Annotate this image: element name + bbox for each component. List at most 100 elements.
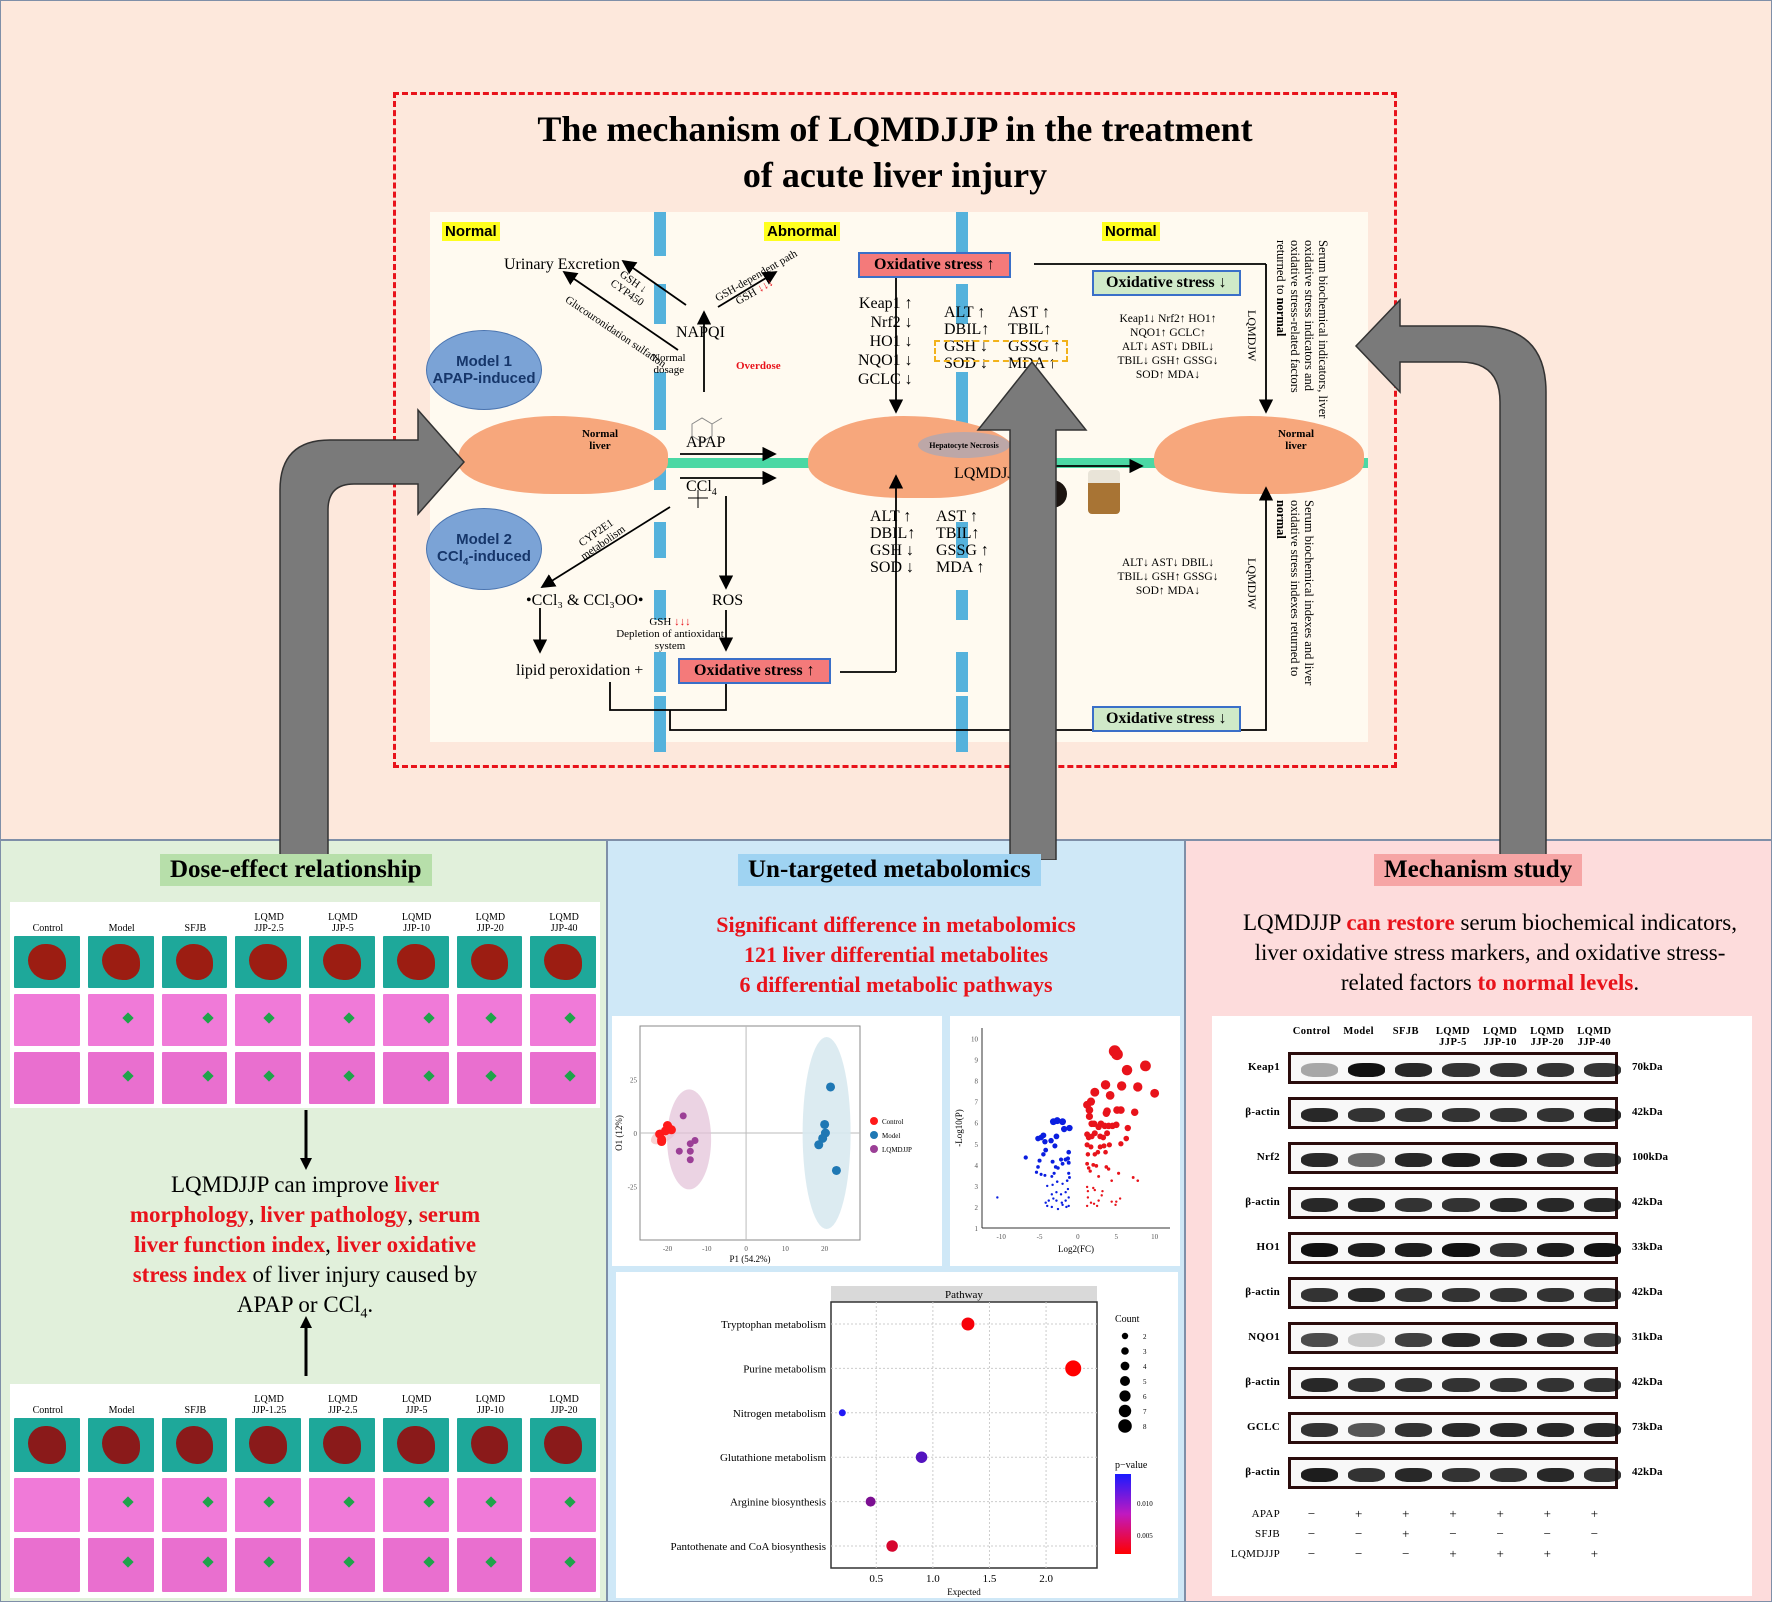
summary-text: , [325, 1232, 337, 1257]
wb-band [1442, 1288, 1480, 1302]
volcano-point-up [1121, 1064, 1133, 1076]
legend-swatch [870, 1145, 878, 1153]
volcano-point-up [1150, 1088, 1160, 1098]
volcano-point-up [1101, 1189, 1104, 1193]
volcano-point-down [1037, 1158, 1042, 1163]
volcano-point-down [1051, 1183, 1054, 1187]
marker-line: ALT↓ AST↓ DBIL↓ [1121, 557, 1215, 569]
column-label: Control [32, 1405, 64, 1416]
y-tick-label: 2 [975, 1204, 979, 1212]
wb-blot-beta-actin [1288, 1187, 1621, 1219]
he-stain-image [161, 1478, 228, 1532]
green-arrow-icon [484, 1012, 497, 1024]
volcano-point-down [1041, 1152, 1046, 1157]
he-stain-image [309, 1052, 375, 1104]
volcano-point-down [1066, 1149, 1072, 1155]
gross-liver-photo [309, 936, 375, 988]
pca-point-lqmdjjp [691, 1136, 699, 1144]
gross-liver-photo [456, 936, 523, 988]
he-stain-image [87, 1478, 154, 1532]
separator-dash [654, 284, 666, 324]
treatment-value: + [1590, 1506, 1599, 1521]
main-title: The mechanism of LQMDJJP in the treatmen… [400, 106, 1390, 198]
treatment-value: + [1355, 1506, 1363, 1521]
wb-band [1395, 1198, 1433, 1212]
green-arrow-icon [343, 1012, 355, 1024]
wb-column-label: LQMD JJP-5 [1435, 1026, 1471, 1048]
nrf-pathway-abnormal: Keap1 ↑Nrf2 ↓HO1 ↓NQO1 ↓GCLC ↓ [858, 294, 913, 389]
column-label: LQMD JJP-1.25 [252, 1394, 287, 1416]
separator-dash [956, 522, 968, 558]
x-axis-label: P1 (54.2%) [730, 1254, 771, 1264]
volcano-point-down [1066, 1160, 1071, 1165]
marker-line: SOD↑ MDA↓ [1135, 369, 1201, 381]
gross-liver-photo [456, 1418, 523, 1472]
side-note-bottom: Serum biochemical indexes and liver oxid… [1274, 500, 1316, 686]
wb-band [1489, 1198, 1527, 1212]
wb-column-label: Control [1292, 1026, 1331, 1037]
volcano-point-up [1100, 1134, 1107, 1141]
wb-band [1442, 1243, 1480, 1257]
wb-blot-nqo1 [1288, 1322, 1621, 1354]
pca-point-lqmdjjp [686, 1156, 694, 1164]
marker-line: TBIL↑ [936, 525, 980, 542]
he-stain-image [530, 1478, 596, 1532]
wb-kda-label: 42kDa [1632, 1376, 1663, 1388]
he-stain-image [161, 1052, 228, 1104]
liver-specimen [544, 1426, 582, 1464]
wb-band [1583, 1153, 1621, 1167]
volcano-point-down [1050, 1159, 1055, 1164]
count-legend-label: 5 [1143, 1378, 1147, 1386]
mechanism-summary: LQMDJJP can restore serum biochemical in… [1240, 908, 1740, 998]
wb-column-label: LQMD JJP-20 [1530, 1026, 1565, 1048]
he-stain-image [14, 994, 80, 1046]
he-stain-image [530, 994, 596, 1046]
he-stain-image [235, 994, 301, 1046]
highlight-2: 121 liver differential metabolites [743, 942, 1049, 967]
y-tick-label: 6 [975, 1120, 979, 1128]
marker-line: AST ↑ [936, 508, 978, 525]
restored-markers-top: Keap1↓ Nrf2↑ HO1↑NQO1↑ GCLC↑ALT↓ AST↓ DB… [1094, 312, 1242, 382]
count-legend-dot [1120, 1361, 1130, 1371]
serum-abnormal-top-left: ALT ↑DBIL↑GSH ↓SOD ↓ [944, 304, 989, 372]
wb-blot-beta-actin [1288, 1457, 1621, 1489]
wb-band [1536, 1288, 1574, 1302]
volcano-point-down [1047, 1199, 1050, 1202]
treatment-value: + [1449, 1506, 1457, 1521]
green-arrow-icon [423, 1496, 435, 1508]
wb-band [1348, 1153, 1386, 1167]
wb-band [1301, 1243, 1339, 1257]
ccl3-radicals-label: •CCl₃ & CCl₃OO• [526, 592, 644, 609]
volcano-point-up [1095, 1204, 1099, 1208]
liver-specimen [101, 1426, 140, 1464]
green-arrow-icon [423, 1070, 435, 1082]
marker-line: GSSG ↑ [936, 542, 989, 559]
highlight-1: Significant difference in metabolomics [716, 912, 1076, 937]
liver-specimen [470, 944, 509, 980]
marker-line: Nrf2 ↓ [870, 314, 913, 331]
wb-band [1348, 1063, 1386, 1077]
volcano-point-down [1064, 1199, 1067, 1202]
volcano-point-up [1085, 1161, 1090, 1166]
volcano-point-up [1085, 1204, 1089, 1208]
pathway-bubble [838, 1409, 846, 1417]
volcano-point-up [1090, 1087, 1100, 1097]
treatment-value: + [1402, 1506, 1410, 1521]
volcano-point-up [1101, 1143, 1107, 1149]
column-label: LQMD JJP-20 [549, 1394, 579, 1416]
green-arrow-icon [484, 1070, 497, 1082]
volcano-point-down [1060, 1161, 1065, 1166]
wb-kda-label: 42kDa [1632, 1466, 1663, 1478]
marker-line: NQO1 ↓ [858, 352, 913, 369]
volcano-point-down [1053, 1117, 1061, 1125]
arrow-metabolomics-to-mechanism [976, 360, 1088, 860]
marker-line: ALT↓ AST↓ DBIL↓ [1121, 341, 1215, 353]
volcano-point-down [1034, 1170, 1039, 1174]
volcano-point-down [1048, 1137, 1054, 1144]
gross-liver-photo [14, 1418, 80, 1472]
count-legend-title: Count [1115, 1314, 1140, 1325]
volcano-point-up [1103, 1149, 1108, 1155]
x-axis-label: Expected [947, 1587, 981, 1597]
treatment-value: − [1496, 1526, 1504, 1541]
